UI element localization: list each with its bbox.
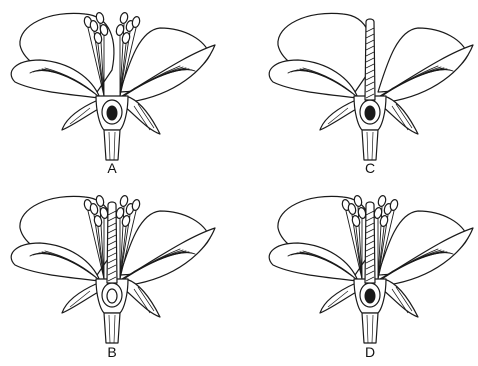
panel-label-a: A [107, 160, 117, 176]
anther [131, 16, 141, 28]
pistil [365, 19, 375, 100]
stem [362, 130, 378, 160]
pistil [365, 202, 375, 283]
ovule [365, 289, 375, 303]
ovule [107, 289, 117, 303]
flower-panel-a [11, 12, 215, 160]
ovule [107, 106, 117, 120]
sepal-right [124, 96, 160, 134]
panel-label-b: B [107, 344, 116, 360]
anther [131, 199, 141, 211]
stem [104, 313, 120, 343]
flower-panel-c [269, 13, 473, 160]
pistil [107, 202, 117, 283]
panel-label-c: C [365, 160, 375, 176]
sepal-right [124, 279, 160, 317]
stem [104, 130, 120, 160]
flower-panels: A B C D [11, 12, 473, 360]
sepal-right [382, 96, 418, 134]
stem [362, 313, 378, 343]
sepal-right [382, 279, 418, 317]
flower-panel-b [11, 195, 215, 343]
flower-panel-d [269, 195, 473, 343]
panel-label-d: D [365, 344, 375, 360]
ovule [365, 106, 375, 120]
anther [389, 199, 399, 211]
